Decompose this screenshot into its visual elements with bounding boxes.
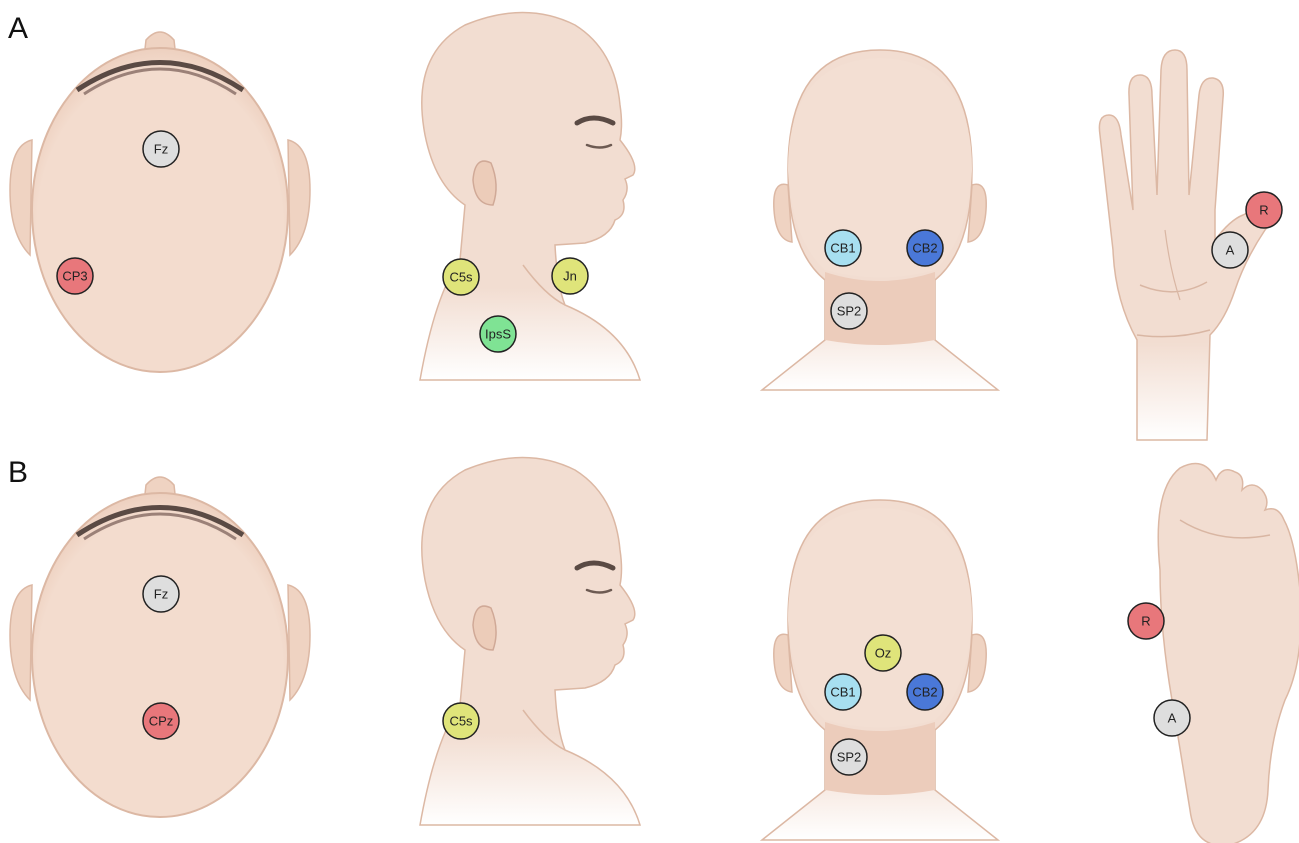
electrode-label: R [1141,614,1150,629]
electrode-label: SP2 [837,750,862,765]
electrode-oz: Oz [865,635,901,671]
head-top-view-a [10,32,310,372]
electrode-ipss: IpsS [480,316,516,352]
electrode-c5s: C5s [443,259,479,295]
electrode-label: Fz [154,142,168,157]
electrode-c5s: C5s [443,703,479,739]
electrode-r: R [1246,192,1282,228]
electrode-label: CB2 [912,685,937,700]
electrode-cb1: CB1 [825,230,861,266]
electrode-label: CB1 [830,685,855,700]
electrode-label: R [1259,203,1268,218]
electrode-label: Fz [154,587,168,602]
head-side-view-a [420,13,640,381]
electrode-cpz: CPz [143,703,179,739]
electrode-sp2: SP2 [831,293,867,329]
electrode-label: Oz [875,646,892,661]
electrode-cp3: CP3 [57,258,93,294]
electrode-label: IpsS [485,327,511,342]
electrode-jn: Jn [552,258,588,294]
head-top-view-b [10,477,310,817]
electrode-cb1: CB1 [825,674,861,710]
electrode-label: C5s [449,714,473,729]
head-side-view-b [420,458,640,826]
electrode-label: CB2 [912,241,937,256]
electrode-a: A [1154,700,1190,736]
electrode-label: A [1226,243,1235,258]
electrode-fz: Fz [143,131,179,167]
electrode-label: Jn [563,269,577,284]
electrode-label: SP2 [837,304,862,319]
electrode-sp2: SP2 [831,739,867,775]
electrode-label: CP3 [62,269,87,284]
electrode-label: C5s [449,270,473,285]
head-back-view-a [762,50,998,390]
electrode-cb2: CB2 [907,674,943,710]
foot-sole-view [1158,464,1299,843]
electrode-label: A [1168,711,1177,726]
electrode-fz: Fz [143,576,179,612]
electrode-a: A [1212,232,1248,268]
electrode-label: CB1 [830,241,855,256]
electrode-cb2: CB2 [907,230,943,266]
electrode-label: CPz [149,714,174,729]
electrode-r: R [1128,603,1164,639]
